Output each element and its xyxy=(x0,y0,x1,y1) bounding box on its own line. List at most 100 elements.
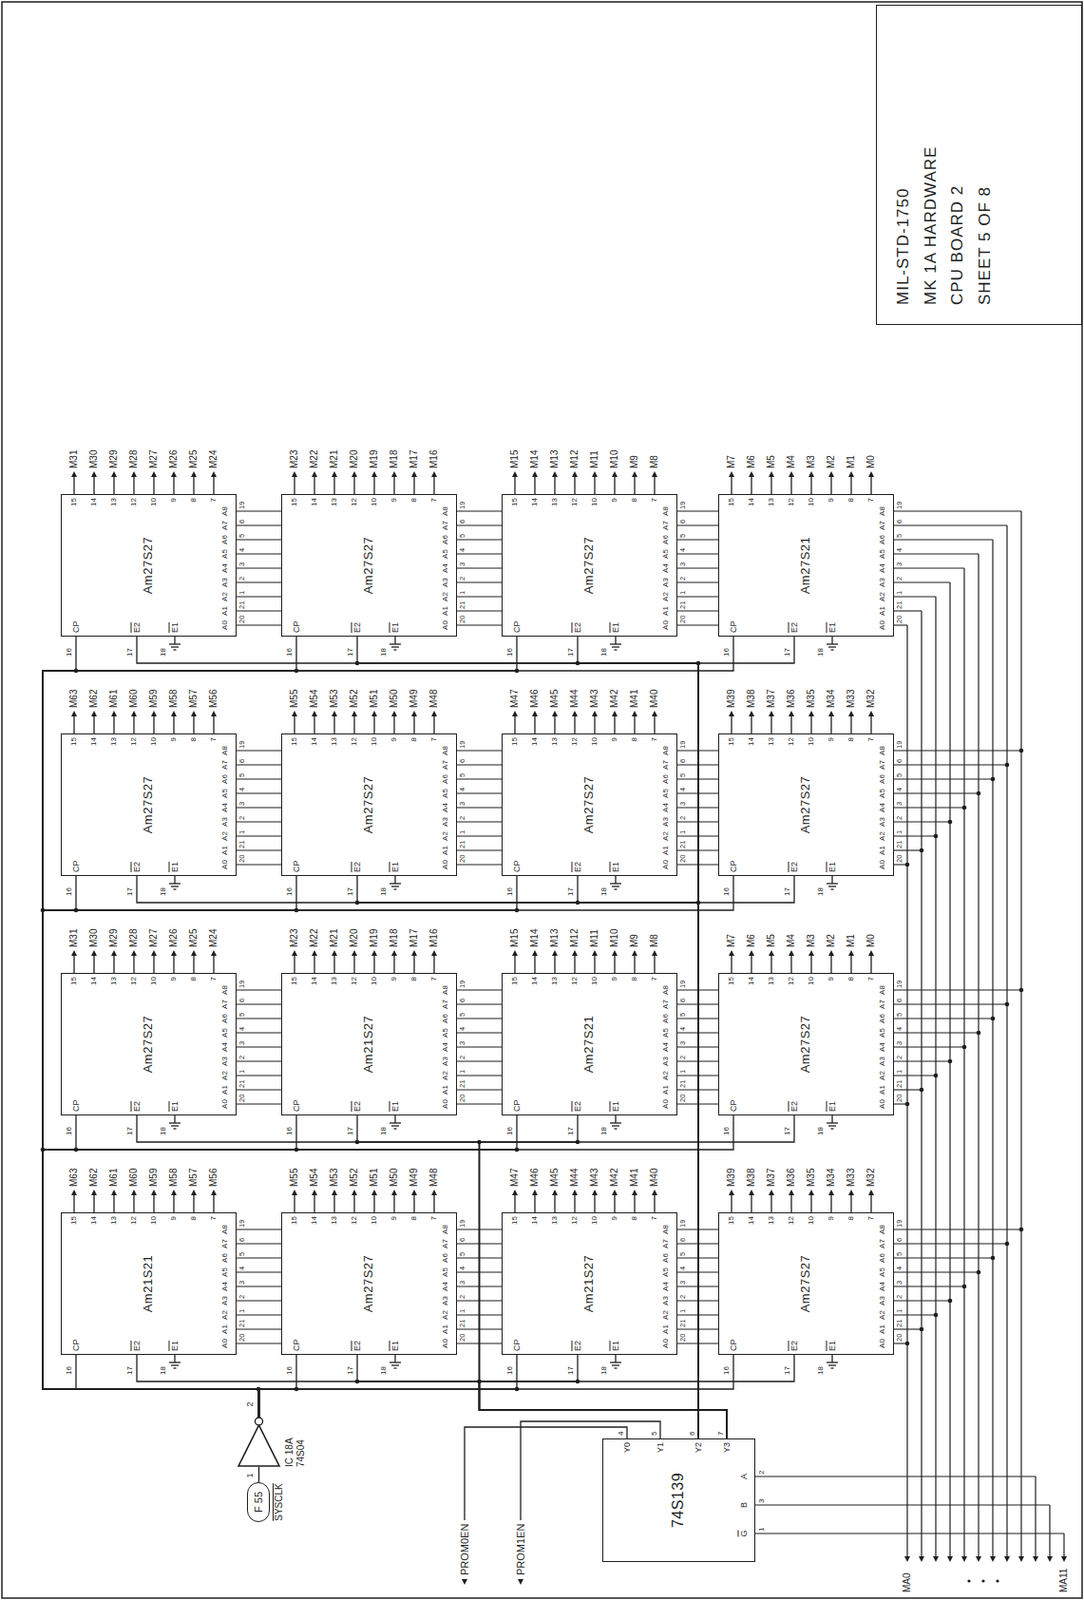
address-wire xyxy=(456,749,502,751)
pin-number: 10 xyxy=(150,497,158,507)
pin-number: 9 xyxy=(827,1216,836,1220)
signal-wire xyxy=(259,1354,298,1418)
arrowhead xyxy=(611,1189,618,1196)
pin-name: A3 xyxy=(221,577,229,588)
pin-number: 14 xyxy=(90,1216,98,1225)
pin-number: 2 xyxy=(458,1294,467,1299)
pin-name: A5 xyxy=(441,1267,450,1277)
signal-name: M33 xyxy=(846,689,856,708)
signal-wire xyxy=(42,1115,517,1418)
pin-number: 14 xyxy=(747,737,756,746)
output-line xyxy=(633,1194,635,1213)
pin-number: 3 xyxy=(679,1041,687,1046)
signal-name: M59 xyxy=(149,1168,159,1187)
pin-number: 21 xyxy=(238,1080,247,1088)
pin-number: 12 xyxy=(787,497,796,507)
address-wire xyxy=(236,763,282,765)
pin-name: A7 xyxy=(221,1238,229,1249)
output-line xyxy=(293,954,295,973)
arrowhead xyxy=(151,471,157,477)
pin-number: 8 xyxy=(630,1216,639,1220)
signal-name: M17 xyxy=(409,929,419,948)
signal-name: M13 xyxy=(550,450,560,469)
arrowhead xyxy=(728,1189,735,1196)
pin-number: 7 xyxy=(430,976,438,981)
pin-name: A2 xyxy=(221,1070,229,1081)
pin-name: A xyxy=(740,1473,749,1480)
pin-number: 5 xyxy=(238,1252,247,1256)
signal-name: M53 xyxy=(329,689,340,708)
ground-symbol xyxy=(609,1361,622,1363)
signal-name: M4 xyxy=(786,933,797,948)
output-line xyxy=(133,954,134,973)
output-line xyxy=(172,475,174,495)
arrowhead xyxy=(788,1189,795,1196)
arrowhead xyxy=(918,1556,925,1562)
pin-name: A1 xyxy=(221,1324,229,1334)
pin-name: CP xyxy=(729,1338,739,1351)
arrowhead xyxy=(989,1556,996,1562)
pin-name: A3 xyxy=(221,1056,229,1066)
pin-number: 3 xyxy=(895,1280,904,1285)
inverter-triangle xyxy=(238,1425,280,1466)
pin-number: 1 xyxy=(246,1472,255,1478)
pin-number: 9 xyxy=(170,737,178,742)
pin-number: 6 xyxy=(679,519,687,524)
address-bus xyxy=(1034,1476,1036,1557)
pin-number: 19 xyxy=(895,1219,904,1228)
address-wire xyxy=(456,849,502,851)
address-wire xyxy=(236,806,282,808)
signal-name: M22 xyxy=(309,450,320,469)
output-line xyxy=(373,475,375,495)
output-line xyxy=(133,475,134,495)
pin-number: 16 xyxy=(506,647,514,657)
pin-number: 14 xyxy=(90,497,98,507)
output-line xyxy=(93,475,95,495)
output-line xyxy=(750,475,752,495)
address-wire xyxy=(236,538,282,540)
pin-number: 10 xyxy=(150,1216,158,1225)
pin-number: 2 xyxy=(679,576,687,581)
pin-name: E1 xyxy=(611,622,621,633)
address-wire xyxy=(456,595,502,597)
pin-name: E1 xyxy=(611,1340,621,1351)
pin-number: 9 xyxy=(610,497,619,502)
pin-number: 16 xyxy=(285,647,294,657)
pin-name: A6 xyxy=(662,1013,670,1024)
pin-number: 10 xyxy=(807,737,816,746)
arrowhead xyxy=(868,950,875,956)
pin-name: B xyxy=(740,1502,749,1508)
pin-number: 6 xyxy=(688,1431,697,1436)
pin-number: 1 xyxy=(679,830,687,835)
output-line xyxy=(810,1194,812,1213)
address-wire xyxy=(677,510,719,512)
pin-number: 5 xyxy=(895,1252,904,1256)
arrowhead xyxy=(391,710,398,717)
arrowhead xyxy=(571,710,578,717)
pin-number: 15 xyxy=(727,737,736,746)
address-wire xyxy=(893,538,993,540)
pin-number: 2 xyxy=(758,1470,766,1475)
pin-number: 7 xyxy=(430,497,438,502)
pin-number: 15 xyxy=(511,497,519,507)
pin-number: 13 xyxy=(110,1216,118,1225)
signal-name: M47 xyxy=(510,1168,520,1187)
ground-symbol xyxy=(826,643,838,645)
pin-number: 19 xyxy=(458,501,467,510)
signal-name: M62 xyxy=(89,689,99,708)
output-line xyxy=(730,715,732,734)
pin-number: 18 xyxy=(159,1366,168,1375)
address-wire xyxy=(456,1045,502,1047)
pin-name: A0 xyxy=(878,1099,887,1109)
pin-number: 1 xyxy=(895,1069,904,1074)
pin-name: A1 xyxy=(221,845,229,856)
pin-number: 2 xyxy=(679,1055,687,1060)
pin-number: 3 xyxy=(458,801,467,806)
prom-chip: Am27S27 xyxy=(281,494,457,637)
ground-stub xyxy=(394,636,396,645)
address-wire xyxy=(456,552,502,554)
pin-name: A7 xyxy=(662,760,670,770)
arrowhead xyxy=(651,471,658,477)
arrowhead xyxy=(431,1189,438,1196)
pin-name: A1 xyxy=(662,606,670,616)
